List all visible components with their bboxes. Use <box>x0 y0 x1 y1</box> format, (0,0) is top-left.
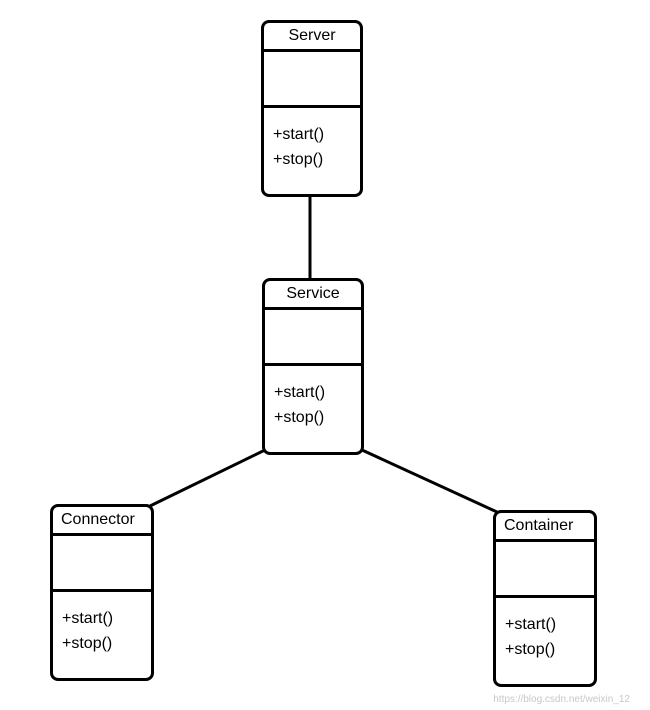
method: +start() <box>274 384 326 401</box>
method: +start() <box>505 616 557 633</box>
method: +stop() <box>274 409 325 426</box>
class-name: Service <box>265 281 361 310</box>
class-service[interactable]: Service +start() +stop() <box>262 278 364 455</box>
method: +start() <box>273 126 325 143</box>
class-server[interactable]: Server +start() +stop() <box>261 20 363 197</box>
watermark-text: https://blog.csdn.net/weixin_12 <box>493 694 630 705</box>
method: +stop() <box>62 635 113 652</box>
class-connector[interactable]: Connector +start() +stop() <box>50 504 154 681</box>
attributes-compartment <box>53 536 151 592</box>
class-name: Container <box>496 513 594 542</box>
class-name: Connector <box>53 507 151 536</box>
method: +stop() <box>505 641 556 658</box>
methods-compartment: +start() +stop() <box>265 366 361 430</box>
methods-compartment: +start() +stop() <box>53 592 151 656</box>
relation-service-connector <box>149 448 266 508</box>
attributes-compartment <box>265 310 361 366</box>
methods-compartment: +start() +stop() <box>264 108 360 172</box>
methods-compartment: +start() +stop() <box>496 598 594 662</box>
class-name: Server <box>264 23 360 52</box>
relation-service-container <box>361 448 498 514</box>
method: +stop() <box>273 151 324 168</box>
attributes-compartment <box>264 52 360 108</box>
method: +start() <box>62 610 114 627</box>
attributes-compartment <box>496 542 594 598</box>
class-container[interactable]: Container +start() +stop() <box>493 510 597 687</box>
